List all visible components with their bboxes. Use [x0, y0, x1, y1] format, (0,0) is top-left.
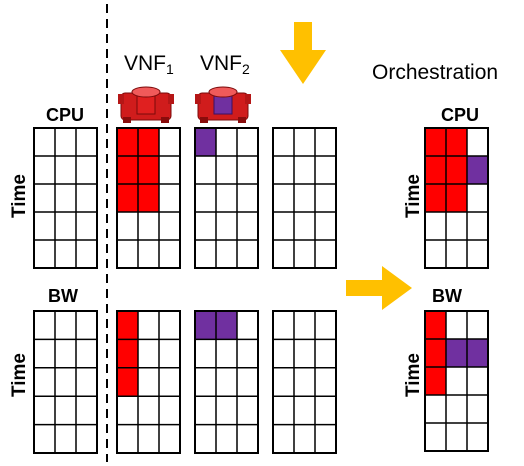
cpu-vnf2-grid: [194, 127, 259, 269]
vnf1-router-ear-left: [118, 94, 124, 104]
vnf2-router-ear-left: [195, 94, 201, 104]
bw-orchestrated-grid: [424, 310, 489, 452]
vnf1-label-text: VNF: [124, 52, 166, 75]
grid-cell-filled: [446, 184, 467, 212]
cpu-orchestrated-grid: [424, 127, 489, 269]
grid-cell-filled: [425, 339, 446, 367]
grid-cell-filled: [117, 156, 138, 184]
bw-baseline-grid: [33, 310, 98, 454]
resource-grids: [33, 127, 489, 454]
grid-cell-filled: [138, 128, 159, 156]
bw-empty-grid: [272, 310, 337, 454]
grid-border: [424, 127, 489, 269]
vnf1-label-sub: 1: [166, 61, 174, 77]
grid-cell-filled: [446, 156, 467, 184]
vnf2-label-sub: 2: [242, 61, 250, 77]
vnf2-router-ear-right: [245, 94, 251, 104]
cpu-vnf1-grid: [116, 127, 181, 269]
right-arrow-icon: [346, 266, 412, 310]
grid-border: [272, 310, 337, 454]
bw-label-right: BW: [432, 286, 462, 306]
vnf1-label: VNF1: [124, 52, 174, 77]
grid-cell-filled: [425, 184, 446, 212]
grid-cell-filled: [195, 311, 216, 340]
vnf1-router-leg-right: [161, 117, 169, 123]
grid-border: [272, 127, 337, 269]
grid-cell-filled: [138, 156, 159, 184]
bw-vnf1-grid: [116, 310, 181, 454]
vnf1-router-ear-right: [168, 94, 174, 104]
vnf2-router-leg-right: [238, 117, 246, 123]
vnf1-router-icon: [118, 86, 174, 123]
time-label-bw-right: Time: [403, 353, 424, 397]
time-label-cpu-left: Time: [9, 174, 30, 218]
vnf2-router-top: [208, 86, 238, 98]
vnf2-label-text: VNF: [200, 52, 242, 75]
grid-cell-filled: [425, 311, 446, 339]
vnf2-router-leg-left: [200, 117, 208, 123]
grid-cell-filled: [117, 184, 138, 212]
vnf2-label: VNF2: [200, 52, 250, 77]
grid-border: [33, 127, 98, 269]
cpu-label-right: CPU: [441, 105, 479, 125]
grid-cell-filled: [446, 128, 467, 156]
vnf1-router-leg-left: [123, 117, 131, 123]
grid-cell-filled: [425, 367, 446, 395]
grid-cell-filled: [117, 128, 138, 156]
grid-cell-filled: [467, 156, 488, 184]
cpu-empty-grid: [272, 127, 337, 269]
time-label-bw-left: Time: [9, 353, 30, 397]
grid-cell-filled: [117, 339, 138, 368]
cpu-label-left: CPU: [46, 105, 84, 125]
grid-cell-filled: [117, 311, 138, 340]
grid-cell-filled: [425, 156, 446, 184]
grid-cell-filled: [138, 184, 159, 212]
grid-cell-filled: [446, 339, 467, 367]
grid-cell-filled: [195, 128, 216, 156]
down-arrow-icon: [280, 22, 326, 84]
time-label-cpu-right: Time: [403, 174, 424, 218]
grid-cell-filled: [425, 128, 446, 156]
grid-cell-filled: [117, 367, 138, 397]
grid-border: [116, 310, 181, 454]
bw-label-left: BW: [48, 286, 78, 306]
vnf1-router-top: [131, 86, 161, 98]
grid-cell-filled: [216, 311, 237, 340]
cpu-baseline-grid: [33, 127, 98, 269]
grid-border: [194, 310, 259, 454]
bw-vnf2-grid: [194, 310, 259, 454]
vnf2-router-icon: [195, 86, 251, 123]
grid-border: [194, 127, 259, 269]
grid-border: [424, 310, 489, 452]
grid-border: [116, 127, 181, 269]
grid-border: [33, 310, 98, 454]
grid-cell-filled: [467, 339, 488, 367]
orchestration-label: Orchestration: [372, 61, 498, 84]
